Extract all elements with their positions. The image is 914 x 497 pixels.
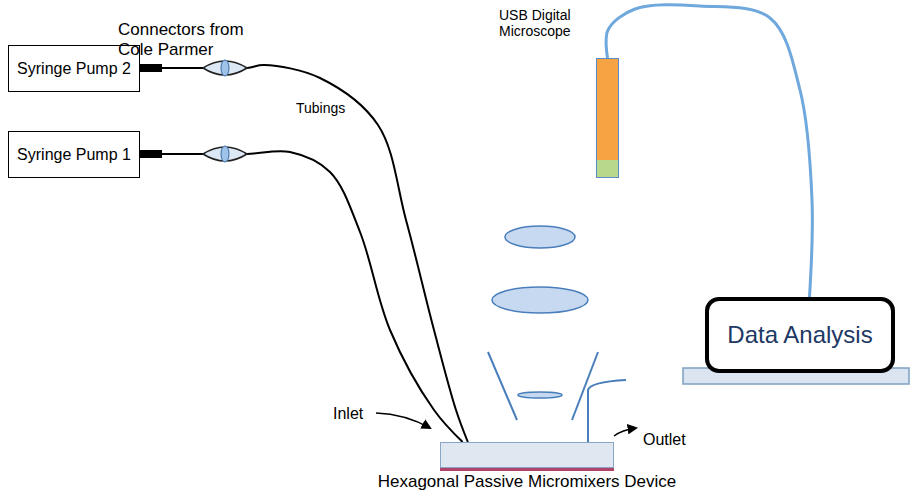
node-text: Hexagonal Passive Micromixers Device — [378, 472, 677, 492]
micromixer-device: Hexagonal Passive Micromixers Device — [440, 442, 614, 468]
node-text: Syringe Pump 1 — [17, 146, 131, 164]
lens — [492, 287, 588, 313]
tubing-label: Tubings — [296, 100, 345, 116]
outlet-arrow — [614, 428, 636, 436]
syringe-plug — [140, 150, 162, 158]
inlet-arrow — [376, 413, 430, 428]
lens — [518, 392, 562, 398]
tubing — [140, 151, 463, 442]
light-cone — [488, 352, 517, 420]
light-cone — [572, 352, 598, 420]
lens — [505, 226, 575, 248]
inlet-label: Inlet — [333, 405, 363, 423]
outlet-label: Outlet — [643, 431, 686, 449]
device-base — [440, 468, 614, 471]
tube-connector — [203, 146, 247, 162]
monitor-box: Data Analysis — [705, 297, 895, 373]
syringe-plug — [140, 64, 162, 72]
tube-connector — [203, 60, 247, 76]
connector-label: Connectors from Cole Parmer — [118, 20, 258, 59]
node-text: USB Digital Microscope — [499, 7, 589, 39]
pump-box: Syringe Pump 1 — [8, 131, 140, 178]
microscope: USB Digital Microscope — [596, 58, 619, 178]
node-text: Syringe Pump 2 — [17, 60, 131, 78]
tubing — [140, 65, 468, 442]
usb-cable — [606, 5, 812, 297]
node-text: Data Analysis — [727, 321, 872, 349]
